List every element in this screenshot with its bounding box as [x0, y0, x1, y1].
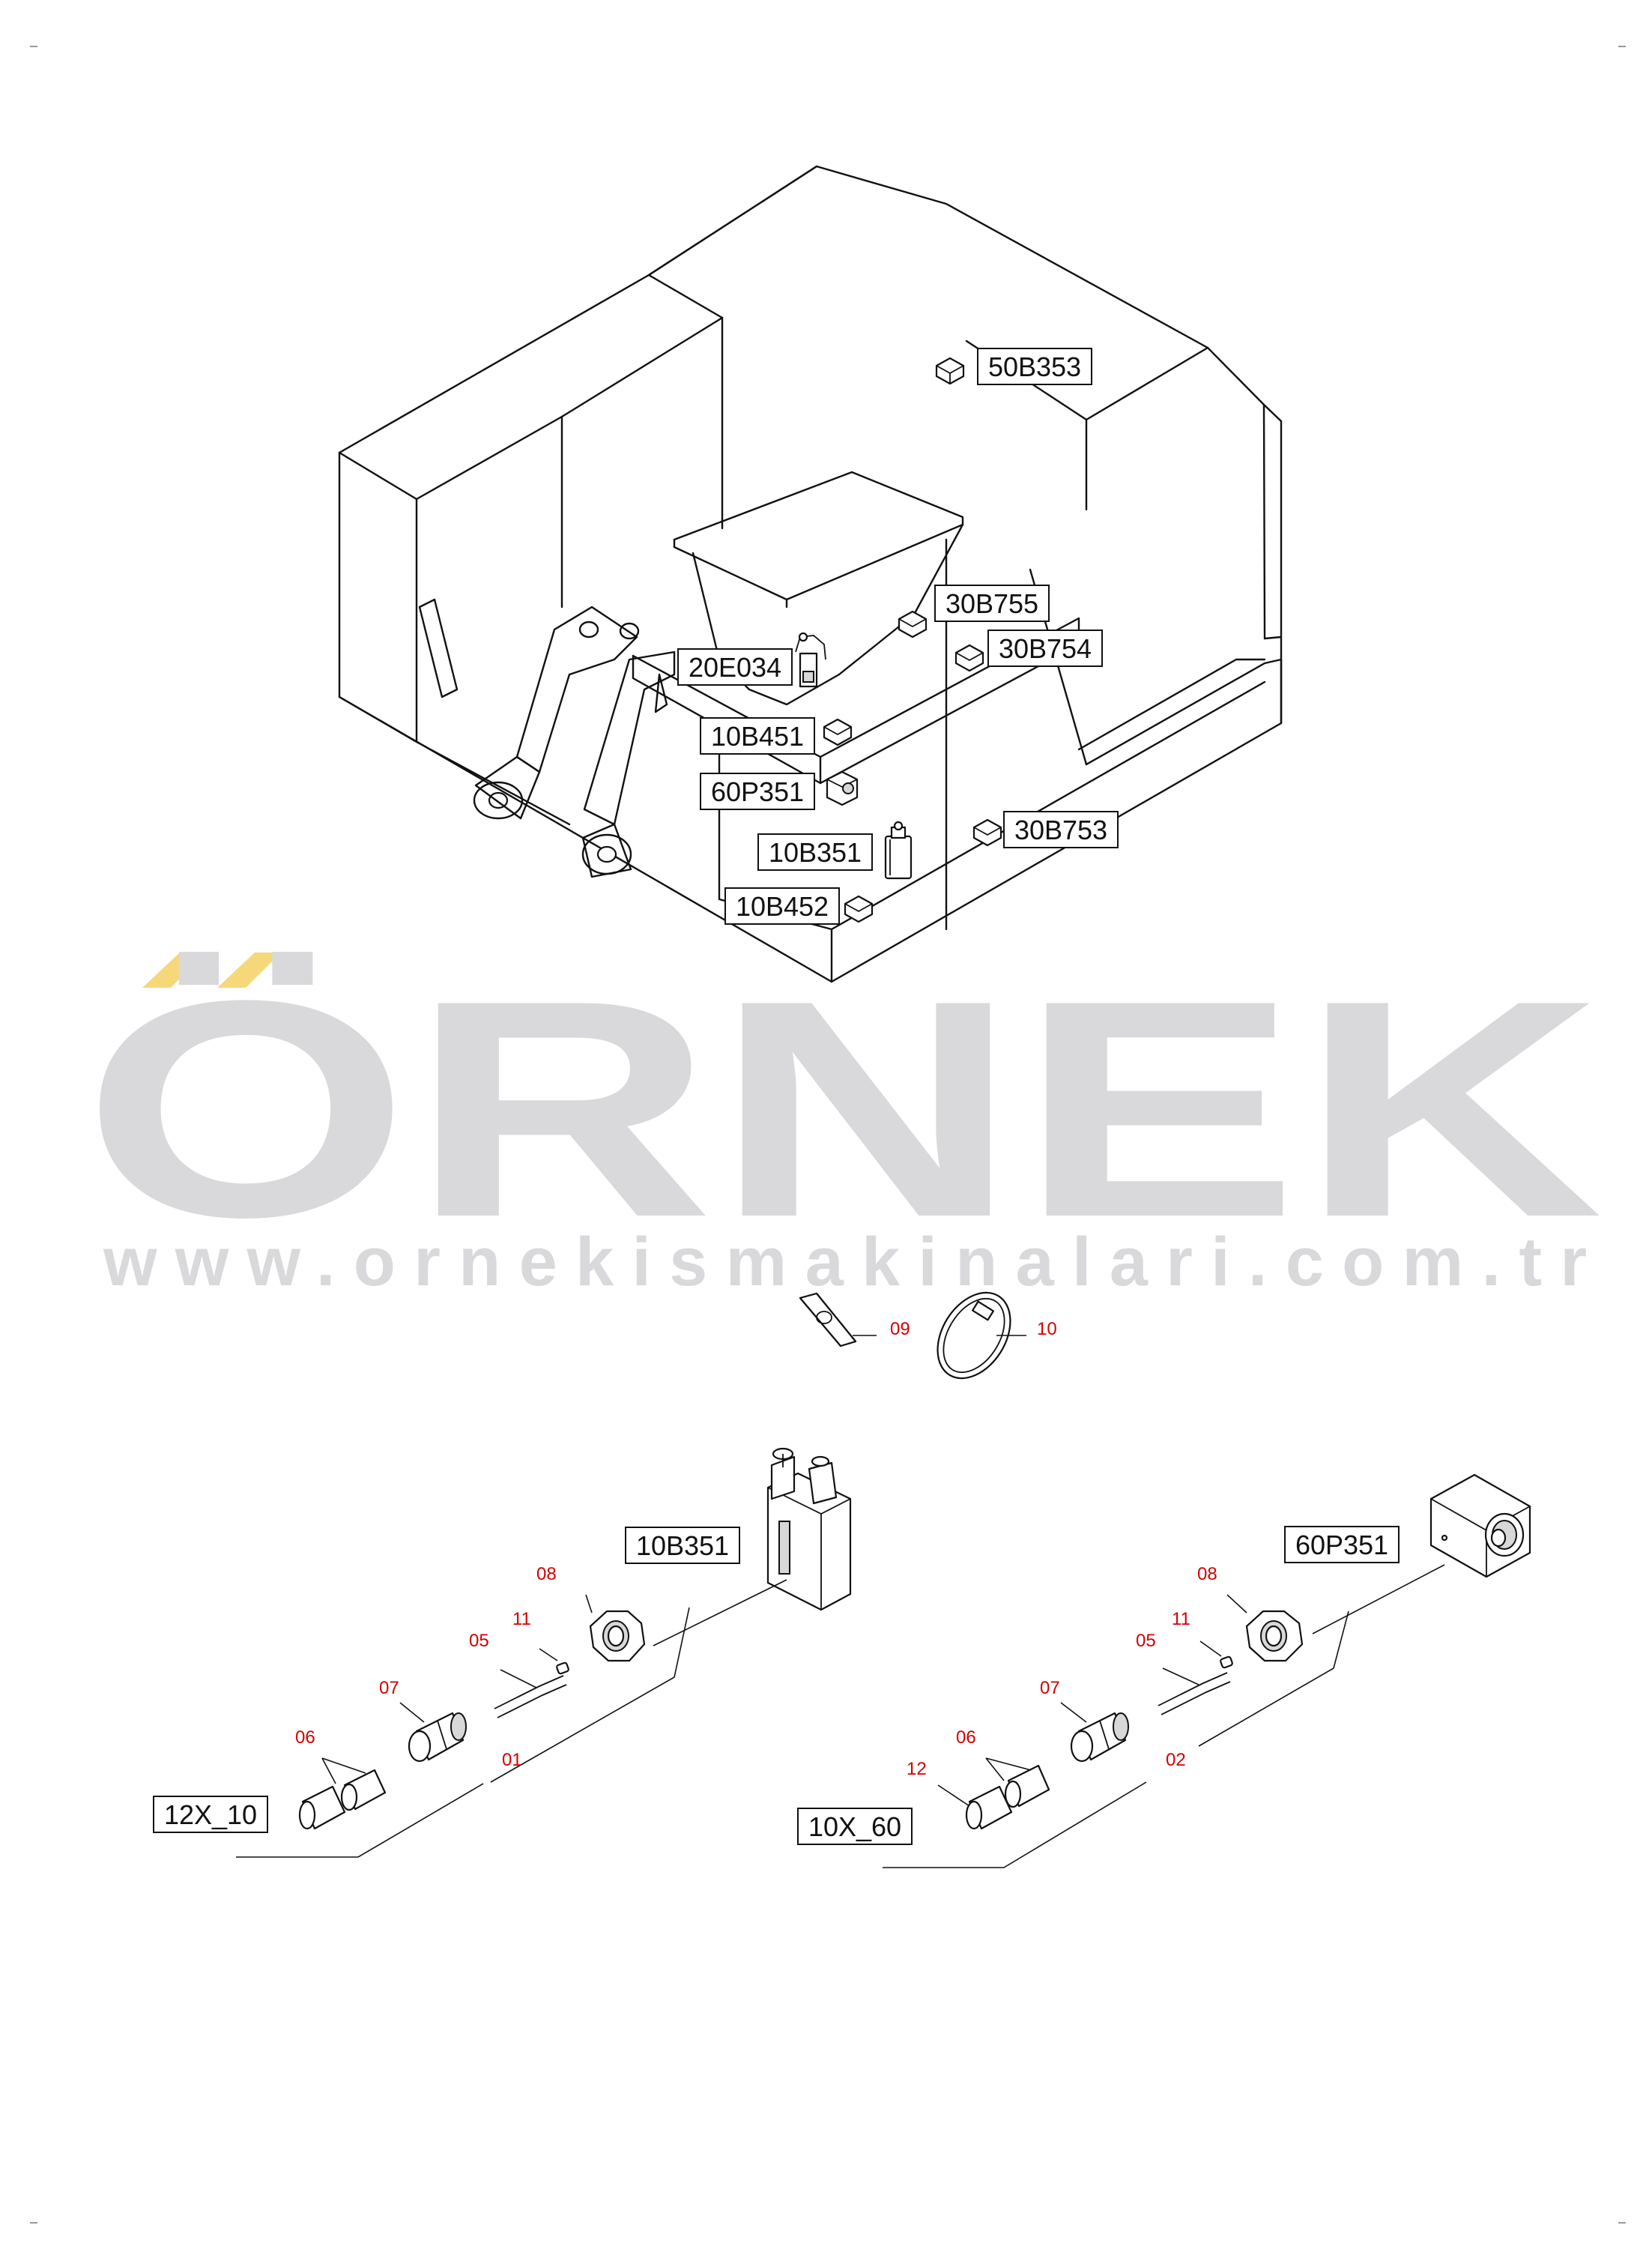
part-number-07-left: 07	[379, 1678, 399, 1698]
part-number-05-right: 05	[1136, 1631, 1156, 1651]
bushing-12-right	[937, 1784, 1013, 1830]
part-number-06-left: 06	[295, 1727, 315, 1748]
sensor-30B754-icon	[954, 644, 984, 672]
sensor-10B451-icon	[823, 718, 853, 746]
part-number-02: 02	[1166, 1750, 1186, 1770]
label-60P351-detail: 60P351	[1284, 1526, 1400, 1563]
cable-tie-10-part	[937, 1291, 1026, 1380]
limit-switch-10B351-icon	[884, 821, 913, 880]
bushing-06-right	[985, 1757, 1050, 1808]
sensor-30B755-icon	[898, 610, 928, 639]
svg-text:10B351: 10B351	[636, 1530, 729, 1561]
part-number-11-right: 11	[1172, 1609, 1190, 1629]
svg-text:60P351: 60P351	[1295, 1530, 1388, 1560]
label-10B351-detail: 10B351	[625, 1527, 740, 1564]
svg-text:50B353: 50B353	[988, 351, 1081, 382]
part-number-10: 10	[1037, 1319, 1057, 1339]
nut-08-right	[1226, 1594, 1304, 1662]
gland-07-right	[1060, 1702, 1129, 1763]
leader-right-connector	[883, 1781, 1147, 1868]
leader-right-02	[1198, 1611, 1349, 1747]
svg-text:30B755: 30B755	[945, 588, 1038, 619]
svg-text:30B754: 30B754	[999, 633, 1092, 664]
svg-text:12X_10: 12X_10	[164, 1799, 257, 1830]
machine-body	[338, 165, 1283, 983]
svg-text:20E034: 20E034	[689, 652, 781, 683]
watermark-umlaut-left	[142, 953, 206, 988]
label-10B351: 10B351	[757, 833, 873, 871]
sensor-50B353-icon	[935, 357, 965, 385]
watermark-umlaut-right	[217, 953, 281, 988]
cable-05-left	[494, 1669, 567, 1718]
label-10B452: 10B452	[724, 887, 840, 925]
sensor-10B452-icon	[844, 895, 874, 923]
svg-text:10B451: 10B451	[711, 721, 804, 752]
pressure-switch-60P351-detail	[1429, 1473, 1531, 1578]
cable-05-right	[1158, 1667, 1231, 1715]
svg-text:10B351: 10B351	[769, 837, 862, 868]
part-number-11-left: 11	[512, 1609, 531, 1629]
heater-20E034-icon	[795, 632, 826, 688]
plate-09-part	[799, 1292, 877, 1347]
gland-07-left	[399, 1702, 467, 1763]
pin-11-left	[539, 1648, 569, 1675]
leader-left-01	[490, 1607, 690, 1783]
leader-left-connector	[236, 1783, 484, 1858]
part-number-08-right: 08	[1197, 1564, 1217, 1584]
part-number-07-right: 07	[1040, 1678, 1060, 1698]
part-number-08-left: 08	[536, 1564, 557, 1584]
part-number-09: 09	[890, 1319, 910, 1339]
sensor-30B753-icon	[972, 818, 1002, 847]
bushing-06-left	[298, 1757, 387, 1830]
svg-text:60P351: 60P351	[711, 776, 804, 807]
part-number-05-left: 05	[469, 1631, 489, 1651]
svg-text:30B753: 30B753	[1014, 815, 1107, 845]
svg-text:10B452: 10B452	[736, 891, 829, 922]
label-50B353: 50B353	[977, 348, 1092, 385]
crop-marks	[30, 46, 1626, 2224]
leader-right-device	[1312, 1564, 1445, 1634]
limit-switch-10B351-detail	[766, 1447, 852, 1611]
label-20E034: 20E034	[677, 648, 793, 686]
pressure-60P351-icon	[826, 770, 859, 806]
leader-left-device	[653, 1579, 787, 1646]
watermark-brand: ÖRNEK	[82, 937, 1603, 1282]
label-30B755: 30B755	[934, 585, 1050, 622]
svg-text:10X_60: 10X_60	[808, 1811, 901, 1842]
watermark: ÖRNEK www.ornekismakinalari.com.tr	[82, 937, 1603, 1300]
part-number-12: 12	[907, 1759, 927, 1779]
label-30B754: 30B754	[987, 630, 1103, 667]
nut-08-left	[585, 1594, 646, 1662]
label-12X_10: 12X_10	[153, 1796, 268, 1833]
part-number-06-right: 06	[956, 1727, 976, 1748]
label-10X_60: 10X_60	[797, 1808, 913, 1845]
label-10B451: 10B451	[700, 717, 815, 755]
pin-11-right	[1199, 1640, 1233, 1669]
part-number-01: 01	[502, 1750, 522, 1770]
label-30B753: 30B753	[1003, 811, 1119, 848]
label-60P351: 60P351	[700, 773, 815, 810]
